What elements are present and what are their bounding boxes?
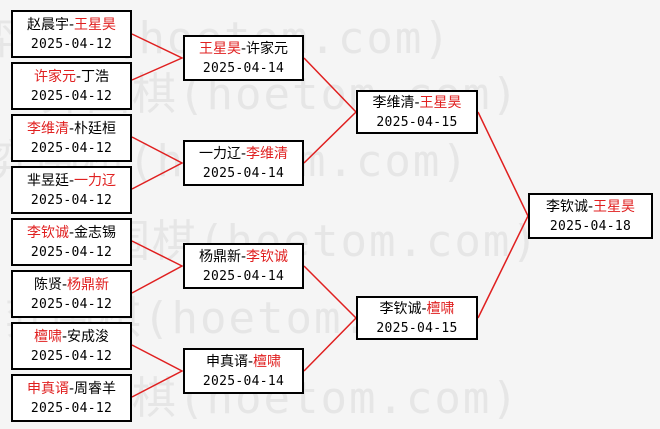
- player-name: 杨鼎新: [198, 249, 241, 265]
- match-players: 芈昱廷-一力辽: [13, 171, 130, 191]
- match-date: 2025-04-12: [30, 245, 113, 260]
- match-box: 李钦诚-檀啸 2025-04-15: [356, 296, 478, 340]
- player-name: 李钦诚: [26, 225, 69, 241]
- connector-line: [131, 136, 184, 190]
- match-box: 杨鼎新-李钦诚 2025-04-14: [183, 243, 304, 289]
- separator: -: [61, 329, 68, 345]
- player-name: 李钦诚: [379, 301, 422, 317]
- player-name: 赵晨宇: [26, 17, 69, 33]
- match-players: 王星昊-许家元: [185, 39, 302, 59]
- player-name: 王星昊: [419, 95, 462, 111]
- player-name: 李钦诚: [545, 199, 588, 215]
- player-name: 李钦诚: [246, 249, 289, 265]
- match-players: 申真谞-檀啸: [185, 352, 302, 372]
- player-name: 檀啸: [426, 301, 455, 317]
- separator: -: [240, 41, 247, 57]
- player-name: 檀啸: [33, 329, 62, 345]
- player-name: 丁浩: [81, 69, 110, 85]
- connector-line: [303, 265, 358, 372]
- match-players: 檀啸-安成浚: [13, 327, 130, 347]
- separator: -: [61, 277, 68, 293]
- match-box: 李钦诚-王星昊 2025-04-18: [528, 193, 653, 239]
- player-name: 李维清: [246, 146, 289, 162]
- player-name: 一力辽: [198, 146, 241, 162]
- connector-line: [303, 57, 358, 164]
- player-name: 檀啸: [253, 354, 282, 370]
- match-date: 2025-04-15: [376, 115, 458, 130]
- player-name: 一力辽: [74, 173, 117, 189]
- match-date: 2025-04-12: [30, 297, 113, 312]
- separator: -: [75, 69, 82, 85]
- match-box: 申真谞-檀啸 2025-04-14: [183, 348, 304, 394]
- match-date: 2025-04-14: [202, 166, 285, 181]
- match-box: 芈昱廷-一力辽 2025-04-12: [11, 166, 132, 214]
- match-players: 一力辽-李维清: [185, 144, 302, 164]
- player-name: 李维清: [372, 95, 415, 111]
- player-name: 陈贤: [33, 277, 62, 293]
- separator: -: [247, 354, 254, 370]
- match-box: 陈贤-杨鼎新 2025-04-12: [11, 270, 132, 318]
- match-box: 王星昊-许家元 2025-04-14: [183, 35, 304, 81]
- connector-line: [131, 344, 184, 398]
- separator: -: [68, 121, 75, 137]
- match-box: 李维清-王星昊 2025-04-15: [356, 90, 478, 134]
- match-players: 李钦诚-金志锡: [13, 223, 130, 243]
- match-players: 李维清-王星昊: [358, 93, 476, 113]
- match-players: 陈贤-杨鼎新: [13, 275, 130, 295]
- separator: -: [240, 146, 247, 162]
- match-players: 赵晨宇-王星昊: [13, 15, 130, 35]
- player-name: 王星昊: [593, 199, 636, 215]
- match-players: 李钦诚-檀啸: [358, 299, 476, 319]
- separator: -: [68, 381, 75, 397]
- match-date: 2025-04-12: [30, 401, 113, 416]
- player-name: 金志锡: [74, 225, 117, 241]
- player-name: 王星昊: [198, 41, 241, 57]
- match-players: 杨鼎新-李钦诚: [185, 247, 302, 267]
- separator: -: [68, 225, 75, 241]
- match-date: 2025-04-12: [30, 193, 113, 208]
- player-name: 朴廷桓: [74, 121, 117, 137]
- player-name: 芈昱廷: [26, 173, 69, 189]
- match-box: 许家元-丁浩 2025-04-12: [11, 62, 132, 110]
- match-box: 李钦诚-金志锡 2025-04-12: [11, 218, 132, 266]
- player-name: 王星昊: [74, 17, 117, 33]
- separator: -: [421, 301, 427, 317]
- player-name: 许家元: [246, 41, 289, 57]
- player-name: 申真谞: [26, 381, 69, 397]
- match-date: 2025-04-18: [549, 219, 632, 234]
- match-box: 李维清-朴廷桓 2025-04-12: [11, 114, 132, 162]
- match-date: 2025-04-12: [30, 141, 113, 156]
- player-name: 杨鼎新: [67, 277, 110, 293]
- match-box: 申真谞-周睿羊 2025-04-12: [11, 374, 132, 422]
- match-date: 2025-04-14: [202, 374, 285, 389]
- match-date: 2025-04-12: [30, 37, 113, 52]
- match-players: 李钦诚-王星昊: [530, 197, 651, 217]
- player-name: 申真谞: [205, 354, 248, 370]
- connector-line: [477, 111, 529, 319]
- player-name: 周睿羊: [74, 381, 117, 397]
- match-players: 李维清-朴廷桓: [13, 119, 130, 139]
- match-players: 许家元-丁浩: [13, 67, 130, 87]
- match-date: 2025-04-12: [30, 89, 113, 104]
- connector-line: [131, 33, 184, 81]
- separator: -: [587, 199, 594, 215]
- match-players: 申真谞-周睿羊: [13, 379, 130, 399]
- player-name: 许家元: [33, 69, 76, 85]
- separator: -: [414, 95, 420, 111]
- connector-line: [131, 240, 184, 294]
- separator: -: [240, 249, 247, 265]
- match-date: 2025-04-14: [202, 61, 285, 76]
- match-date: 2025-04-14: [202, 269, 285, 284]
- separator: -: [68, 173, 75, 189]
- match-box: 檀啸-安成浚 2025-04-12: [11, 322, 132, 370]
- match-box: 赵晨宇-王星昊 2025-04-12: [11, 10, 132, 58]
- match-date: 2025-04-12: [30, 349, 113, 364]
- player-name: 李维清: [26, 121, 69, 137]
- match-box: 一力辽-李维清 2025-04-14: [183, 140, 304, 186]
- player-name: 安成浚: [67, 329, 110, 345]
- match-date: 2025-04-15: [376, 321, 458, 336]
- separator: -: [68, 17, 75, 33]
